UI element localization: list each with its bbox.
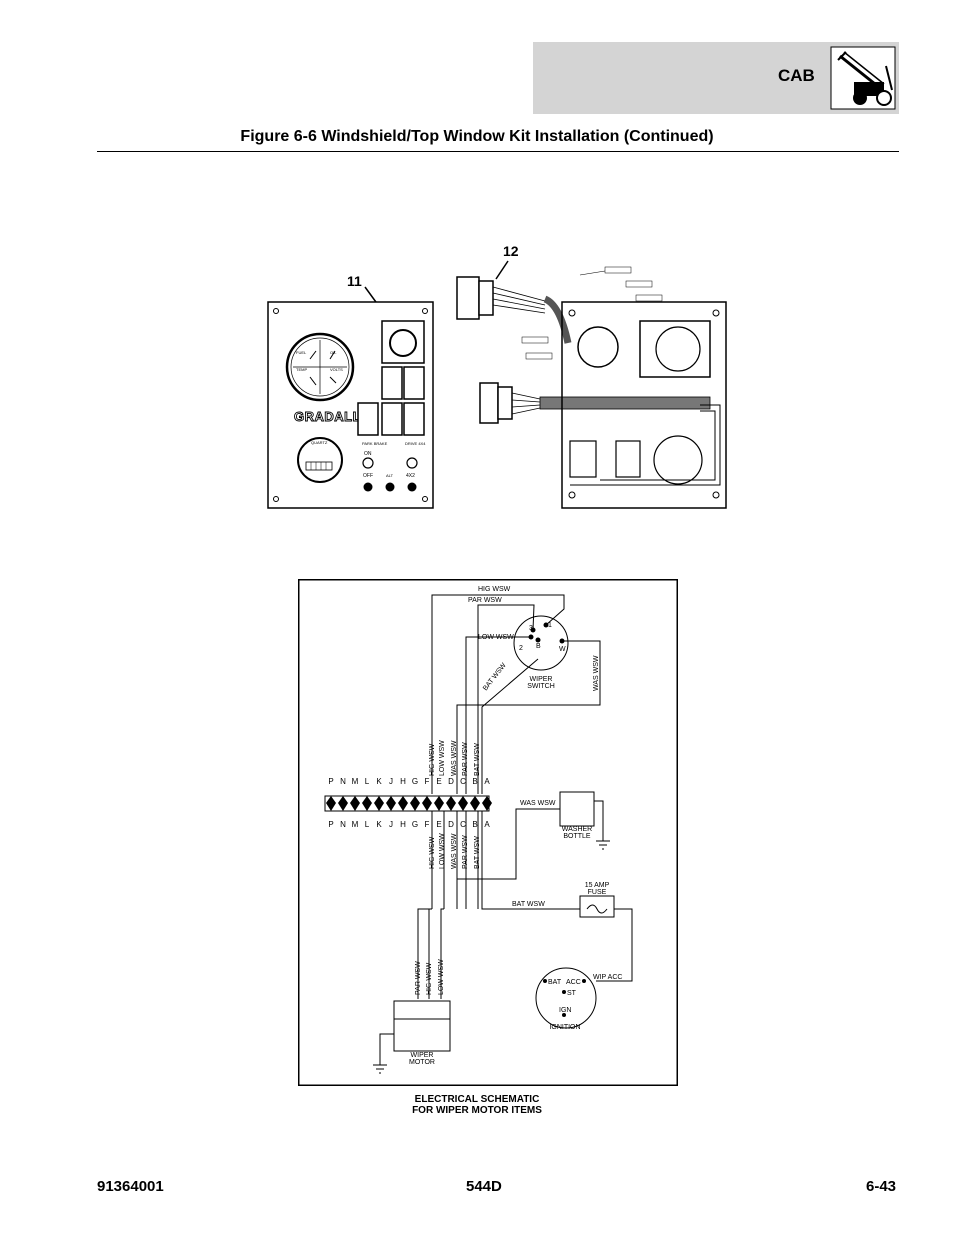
wire-label-low-motor: LOW WSW [438, 959, 445, 995]
wire-label-par-motor: PAR WSW [415, 961, 422, 995]
wire-label-hig-motor: HIG WSW [426, 962, 433, 995]
pin-label-top-j: J [389, 777, 393, 786]
wire-label-hig-top: HIG WSW [478, 586, 511, 593]
figure-title: Figure 6-6 Windshield/Top Window Kit Ins… [240, 128, 714, 145]
wire-label-was-switch: WAS WSW [593, 655, 600, 691]
pin-label-bottom-a: A [484, 820, 490, 829]
wiper-switch-label-1: WIPER [530, 676, 553, 683]
pin-label-bottom-f: F [425, 820, 430, 829]
ignition-st-label: ST [567, 990, 577, 997]
wiper-harness-connector [456, 276, 572, 344]
pin-label-bottom-k: K [376, 820, 382, 829]
wire-label-bat-upper: BAT WSW [474, 743, 481, 776]
washer-bottle-label-1: WASHER [562, 826, 592, 833]
wire-label-par-upper: PAR WSW [462, 742, 469, 776]
drive-4x2-label: 4X2 [406, 473, 415, 479]
alt-label: ALT [386, 473, 394, 478]
section-title: CAB [778, 66, 815, 85]
ignition-ign-label: IGN [559, 1007, 571, 1014]
ignition-bat-label: BAT [548, 979, 562, 986]
switch-pin-3: 3 [529, 625, 533, 632]
wire-label-was-bottle: WAS WSW [520, 800, 556, 807]
ignition-acc-label: ACC [566, 979, 581, 986]
wire-label-par-lower: PAR WSW [462, 835, 469, 869]
pin-label-bottom-e: E [436, 820, 441, 829]
pin-label-top-g: G [412, 777, 418, 786]
wire-label-low-top: LOW WSW [478, 634, 514, 641]
pin-label-top-e: E [436, 777, 441, 786]
pin-label-bottom-p: P [328, 820, 333, 829]
fuse-label-2: FUSE [588, 889, 607, 896]
fuse-label-1: 15 AMP [585, 882, 610, 889]
pin-label-bottom-d: D [448, 820, 454, 829]
pin-label-top-m: M [352, 777, 359, 786]
volts-label: VOLTS [330, 367, 343, 372]
wire-label-low-lower: LOW WSW [439, 833, 446, 869]
pin-label-top-b: B [472, 777, 477, 786]
pin-label-top-d: D [448, 777, 454, 786]
wiper-switch-label-2: SWITCH [527, 683, 555, 690]
wire-label-hig-upper: HIG WSW [429, 743, 436, 776]
wire-label-low-upper: LOW WSW [439, 740, 446, 776]
pin-label-top-n: N [340, 777, 346, 786]
pin-label-bottom-n: N [340, 820, 346, 829]
washer-bottle-label-2: BOTTLE [563, 833, 591, 840]
pin-label-bottom-j: J [389, 820, 393, 829]
pin-label-top-f: F [425, 777, 430, 786]
clock-label: QUARTZ [311, 440, 328, 445]
park-brake-label: PARK BRAKE [362, 441, 388, 446]
wire-label-was-lower: WAS WSW [451, 833, 458, 869]
wiper-motor-label-2: MOTOR [409, 1059, 435, 1066]
telehandler-icon [830, 46, 896, 110]
switch-off-label: OFF [363, 473, 373, 479]
footer-doc-number: 91364001 [97, 1178, 164, 1195]
title-rule [97, 151, 899, 152]
wire-label-wip-acc: WIP ACC [593, 974, 622, 981]
switch-pin-b: B [536, 643, 541, 650]
switch-pin-w: W [559, 646, 566, 653]
wire-label-par-top: PAR WSW [468, 597, 502, 604]
drive-label: DRIVE 4X4 [405, 441, 426, 446]
pin-label-top-h: H [400, 777, 406, 786]
wiper-electrical-schematic: P N M L K J H G F E D C B A P N M L K J … [298, 579, 678, 1086]
wire-label-bat-fuse: BAT WSW [512, 901, 545, 908]
ignition-label: IGNITION [549, 1024, 580, 1031]
pin-label-top-p: P [328, 777, 333, 786]
pin-label-bottom-g: G [412, 820, 418, 829]
callout-11: 11 [347, 273, 362, 289]
footer-page-number: 6-43 [866, 1178, 897, 1195]
main-harness-connector [479, 382, 711, 424]
pin-label-top-l: L [365, 777, 370, 786]
pin-label-top-c: C [460, 777, 466, 786]
wiper-motor-label-1: WIPER [411, 1052, 434, 1059]
switch-pin-1: 1 [548, 622, 552, 629]
rear-panel-wiring [521, 266, 727, 509]
wire-label-was-upper: WAS WSW [451, 740, 458, 776]
pin-label-bottom-b: B [472, 820, 477, 829]
schematic-caption: ELECTRICAL SCHEMATIC FOR WIPER MOTOR ITE… [0, 1094, 954, 1116]
pin-label-bottom-m: M [352, 820, 359, 829]
caption-line-2: FOR WIPER MOTOR ITEMS [412, 1105, 542, 1116]
switch-pin-2: 2 [519, 645, 523, 652]
pin-label-top-k: K [376, 777, 382, 786]
brand-logo: GRADALL [294, 409, 361, 424]
callout-12: 12 [503, 243, 519, 259]
fuel-label: FUEL [296, 350, 307, 355]
front-instrument-panel: FUEL OIL TEMP VOLTS GRADALL QUARTZ PARK … [267, 301, 434, 509]
switch-on-label: ON [364, 451, 372, 457]
temp-label: TEMP [296, 367, 307, 372]
caption-line-1: ELECTRICAL SCHEMATIC [414, 1094, 540, 1105]
pin-label-bottom-h: H [400, 820, 406, 829]
panel-installation-drawing: FUEL OIL TEMP VOLTS GRADALL QUARTZ PARK … [267, 260, 727, 509]
pin-label-bottom-l: L [365, 820, 370, 829]
footer-model: 544D [466, 1178, 502, 1195]
wire-label-hig-lower: HIG WSW [429, 836, 436, 869]
pin-label-bottom-c: C [460, 820, 466, 829]
pin-label-top-a: A [484, 777, 490, 786]
wire-label-bat-lower: BAT WSW [474, 836, 481, 869]
